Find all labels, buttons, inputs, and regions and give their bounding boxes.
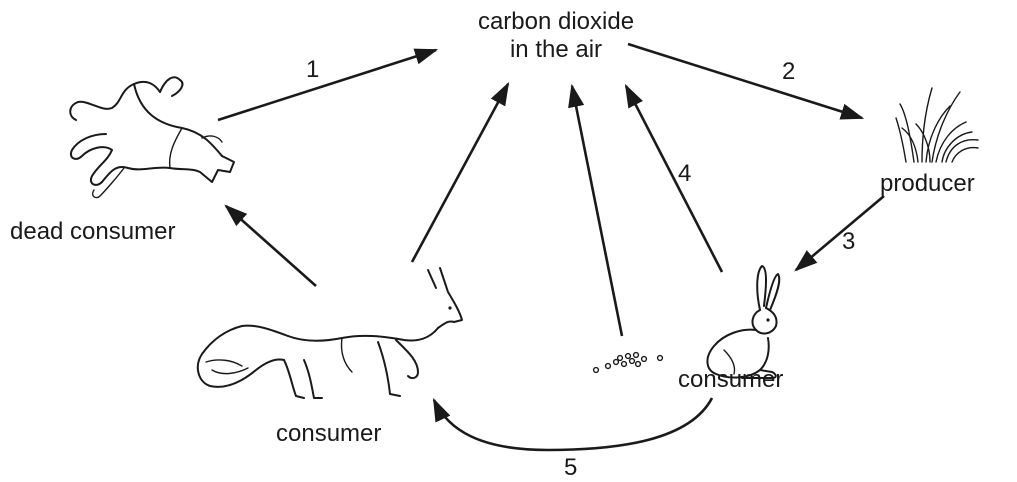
- air-node-label-line2: in the air: [509, 36, 603, 63]
- arrow-2-air-to-producer: [627, 42, 865, 120]
- arrow-3-label: 3: [842, 228, 856, 255]
- arrow-4-label: 4: [678, 160, 692, 187]
- arrow-2-label: 2: [782, 58, 796, 85]
- dead-fox-icon: [69, 76, 235, 199]
- dead-consumer-label: dead consumer: [10, 218, 176, 245]
- arrow-fox-to-dead: [224, 204, 317, 287]
- arrow-5-rabbit-to-fox: [432, 397, 714, 452]
- arrow-4-rabbit-to-air: [624, 83, 724, 273]
- arrow-fox-to-air: [410, 81, 510, 263]
- arrow-1-dead-to-air: [217, 48, 439, 122]
- rabbit-icon: [706, 265, 781, 379]
- air-node-label: carbon dioxide in the air: [446, 8, 666, 64]
- fox-consumer-label: consumer: [276, 420, 382, 447]
- arrow-1-label: 1: [306, 56, 320, 83]
- arrow-droppings-to-air: [568, 83, 624, 337]
- arrow-3-producer-to-rabbit: [794, 195, 885, 272]
- droppings-icon: [592, 351, 664, 374]
- grass-icon: [895, 87, 979, 163]
- fox-icon: [196, 267, 463, 399]
- producer-label: producer: [880, 170, 975, 197]
- air-node-label-line1: carbon dioxide: [477, 8, 635, 35]
- rabbit-consumer-label: consumer: [678, 366, 784, 393]
- arrow-5-label: 5: [564, 454, 578, 481]
